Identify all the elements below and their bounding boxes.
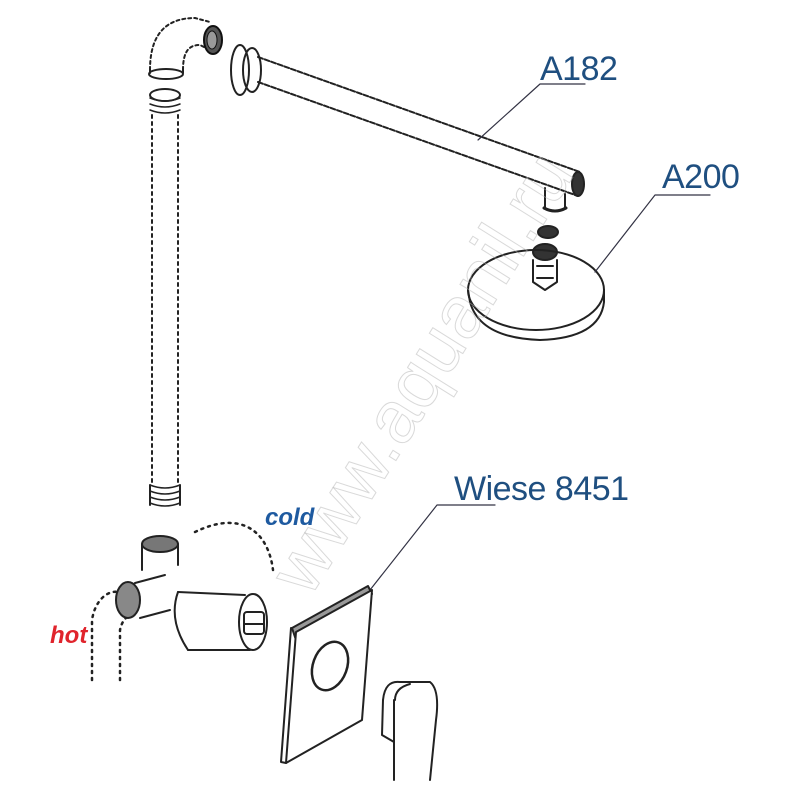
mixing-valve-body [115, 535, 268, 651]
label-hot: hot [50, 622, 88, 649]
mixer-cover-plate [280, 585, 373, 764]
riser-pipe [149, 88, 181, 507]
label-a200: A200 [662, 158, 740, 196]
mixer-lever-handle [381, 680, 439, 781]
shower-arm-a182 [230, 44, 585, 213]
label-a182: A182 [540, 50, 618, 88]
label-wiese-8451: Wiese 8451 [454, 470, 629, 508]
elbow-thread [203, 25, 223, 55]
elbow-bottom [148, 68, 184, 80]
leader-lines [369, 83, 711, 591]
washer [537, 225, 559, 239]
elbow-fitting [149, 17, 211, 76]
shower-head-a200 [467, 243, 605, 341]
label-cold: cold [265, 504, 315, 531]
